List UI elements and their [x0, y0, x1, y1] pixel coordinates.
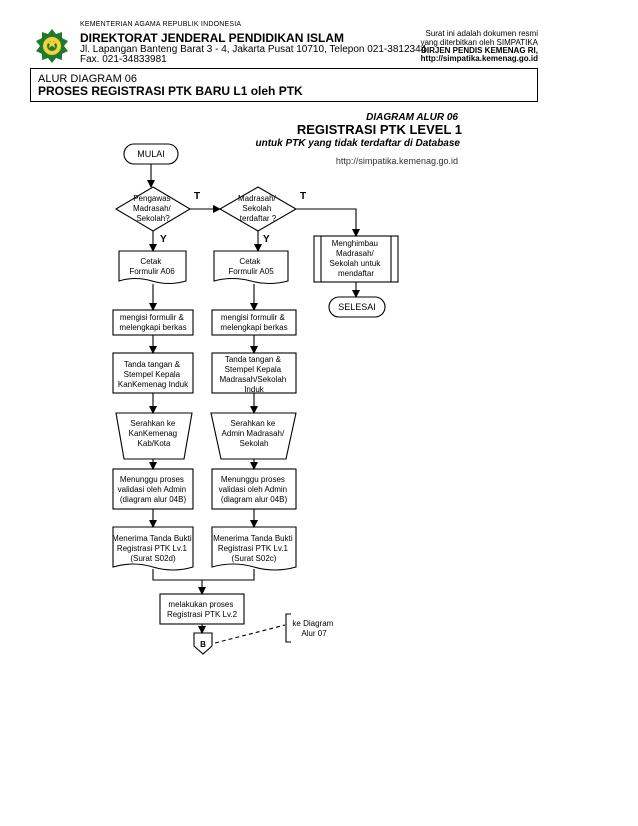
- manual-submit-left: [115, 412, 193, 460]
- process-title: PROSES REGISTRASI PTK BARU L1 oleh PTK: [38, 84, 303, 98]
- doc-receipt-left: [112, 526, 194, 571]
- doc-print-a05: [213, 250, 289, 285]
- notify-label: Menghimbau Madrasah/ Sekolah untuk menda…: [330, 239, 383, 278]
- submit-left-label: Serahkan ke KanKemenag Kab/Kota: [129, 419, 180, 448]
- document-header: KEMENTERIAN AGAMA REPUBLIK INDONESIA DIR…: [0, 0, 638, 65]
- receipt-left-label: Menerima Tanda Bukti Registrasi PTK Lv.1…: [112, 534, 194, 563]
- wait-right-label: Menunggu proses validasi oleh Admin (dia…: [219, 475, 290, 504]
- end-label: SELESAI: [338, 302, 376, 312]
- official-note-line1: Surat ini adalah dokumen resmi: [425, 29, 538, 38]
- registration-lv2-label: melakukan proses Registrasi PTK Lv.2: [167, 600, 238, 619]
- submit-right-label: Serahkan ke Admin Madrasah/ Sekolah: [222, 419, 287, 448]
- doc-print-a06: [118, 250, 187, 285]
- print-a05-label: Cetak Formulir A05: [228, 257, 274, 276]
- branch-no-dec2: T: [300, 191, 306, 202]
- agency-name: KEMENTERIAN AGAMA REPUBLIK INDONESIA: [80, 21, 242, 28]
- process-wait-right: [211, 468, 297, 510]
- process-notify-school: [313, 235, 399, 283]
- sign-left-label: Tanda tangan & Stempel Kepala KanKemenag…: [118, 360, 189, 389]
- process-registration-lv2: [159, 593, 245, 625]
- print-a06-label: Cetak Formulir A06: [129, 257, 175, 276]
- fill-form-left-label: mengisi formulir & melengkapi berkas: [119, 313, 186, 332]
- process-sign-right: [211, 352, 297, 394]
- annotation-bracket: [285, 613, 291, 643]
- start-label: MULAI: [137, 149, 165, 159]
- fax-line: Fax. 021-34833981: [80, 54, 167, 65]
- sign-right-label: Tanda tangan & Stempel Kepala Madrasah/S…: [220, 355, 289, 394]
- annotation-label: ke Diagram Alur 07: [292, 619, 335, 638]
- fill-form-right-label: mengisi formulir & melengkapi berkas: [220, 313, 287, 332]
- arrow-recv-lv2-right: [202, 569, 255, 581]
- diagram-url: http://simpatika.kemenag.go.id: [336, 156, 458, 166]
- diagram-number: ALUR DIAGRAM 06: [38, 73, 138, 85]
- diagram-title: REGISTRASI PTK LEVEL 1: [297, 122, 462, 137]
- decision-supervisor-label: Pengawas Madrasah/ Sekolah?: [133, 194, 173, 223]
- wait-left-label: Menunggu proses validasi oleh Admin (dia…: [118, 475, 189, 504]
- diagram-subtitle: untuk PTK yang tidak terdaftar di Databa…: [256, 138, 461, 149]
- offpage-connector-b: [193, 632, 213, 655]
- annotation-link: [214, 624, 286, 644]
- process-fill-form-right: [211, 309, 297, 336]
- doc-receipt-right: [211, 526, 297, 571]
- flowchart: DIAGRAM ALUR 06 REGISTRASI PTK LEVEL 1 u…: [112, 112, 463, 655]
- process-fill-form-left: [112, 309, 194, 336]
- kemenag-logo-icon: [36, 29, 68, 63]
- arrow-recv-lv2-left: [152, 569, 206, 595]
- branch-yes-dec1: Y: [160, 234, 167, 245]
- branch-yes-dec2: Y: [263, 234, 270, 245]
- diagram-label: DIAGRAM ALUR 06: [366, 112, 458, 123]
- branch-no-dec1: T: [194, 191, 200, 202]
- connector-label: B: [200, 640, 206, 649]
- official-note-line3: DIRJEN PENDIS KEMENAG RI,: [421, 46, 538, 55]
- official-note-line2: yang diterbitkan oleh SIMPATIKA: [420, 38, 538, 47]
- directorate-name: DIREKTORAT JENDERAL PENDIDIKAN ISLAM: [80, 31, 345, 45]
- diagram-heading: DIAGRAM ALUR 06 REGISTRASI PTK LEVEL 1 u…: [256, 112, 463, 149]
- manual-submit-right: [210, 412, 297, 460]
- receipt-right-label: Menerima Tanda Bukti Registrasi PTK Lv.1…: [213, 534, 295, 563]
- official-url: http://simpatika.kemenag.go.id: [420, 54, 538, 63]
- address-line: Jl. Lapangan Banteng Barat 3 - 4, Jakart…: [80, 44, 427, 55]
- arrow-dec2-notify: [296, 208, 360, 237]
- decision-registered-label: Madrasah/ Sekolah terdaftar ?: [238, 194, 278, 223]
- title-box: ALUR DIAGRAM 06 PROSES REGISTRASI PTK BA…: [30, 68, 538, 102]
- process-wait-left: [112, 468, 194, 510]
